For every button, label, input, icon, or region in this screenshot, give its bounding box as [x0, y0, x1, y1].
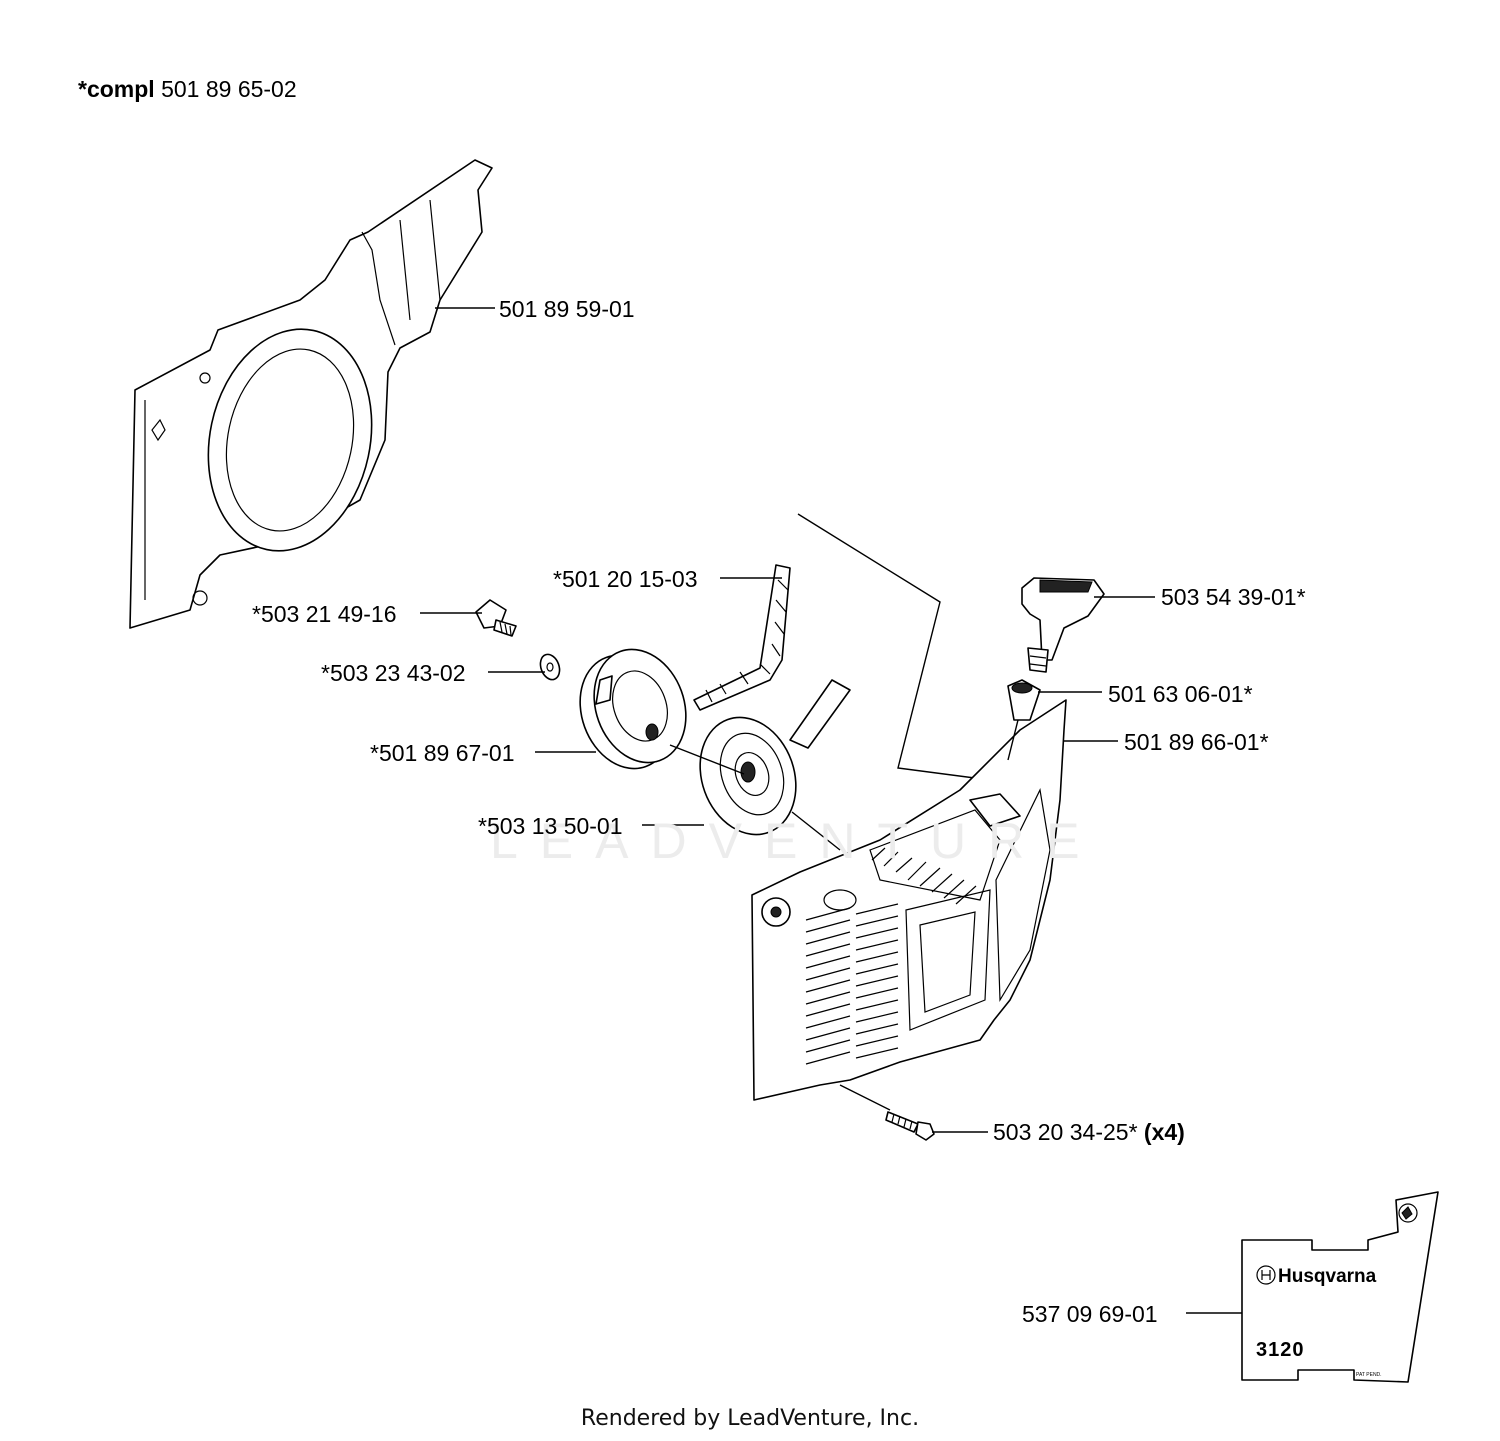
label-pulley: *501 89 67-01: [370, 740, 515, 766]
bolt-part: [475, 599, 517, 637]
recoil-spring-part: [669, 679, 851, 851]
decal-dial-icon: [1398, 1203, 1418, 1223]
decal-brand: Husqvarna: [1278, 1266, 1377, 1287]
starter-cover-part: [751, 699, 1067, 1101]
washer-part: [539, 653, 561, 681]
header-prefix: *compl: [78, 76, 155, 102]
label-screw-number: 503 20 34-25*: [993, 1119, 1138, 1145]
label-screw: 503 20 34-25* (x4): [993, 1119, 1185, 1145]
header-number: 501 89 65-02: [161, 76, 297, 102]
label-screw-qty: (x4): [1143, 1119, 1185, 1145]
starter-housing-part: [129, 159, 493, 629]
bushing-part: [1007, 679, 1041, 721]
pulley-part: [579, 648, 687, 770]
starter-handle-part: [1021, 577, 1105, 673]
label-bushing: 501 63 06-01*: [1108, 681, 1253, 707]
leader-lines: [420, 307, 1242, 1314]
label-rope: *501 20 15-03: [553, 566, 698, 592]
decal-model: 3120: [1256, 1339, 1305, 1361]
label-bolt: *503 21 49-16: [252, 601, 397, 627]
label-housing: 501 89 59-01: [499, 296, 635, 322]
label-washer: *503 23 43-02: [321, 660, 466, 686]
footer-credit: Rendered by LeadVenture, Inc.: [580, 1406, 920, 1431]
starter-rope-part: [693, 513, 991, 781]
watermark: LEADVENTURE: [490, 813, 1102, 869]
label-decal: 537 09 69-01: [1022, 1301, 1158, 1327]
label-cover: 501 89 66-01*: [1124, 729, 1269, 755]
header-assembly-number: *compl 501 89 65-02: [78, 76, 297, 102]
label-handle: 503 54 39-01*: [1161, 584, 1306, 610]
screw-part: [839, 1084, 935, 1141]
decal-part: Husqvarna 3120 PAT PEND.: [1241, 1191, 1439, 1383]
husqvarna-logo-icon: [1256, 1265, 1276, 1285]
label-spring: *503 13 50-01: [478, 813, 623, 839]
decal-small-text: PAT PEND.: [1356, 1372, 1382, 1378]
